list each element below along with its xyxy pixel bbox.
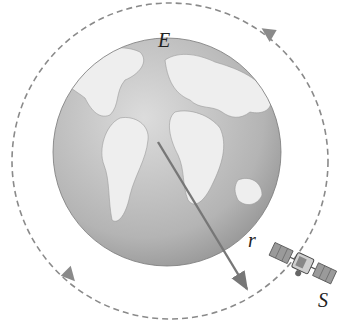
- earth-globe: [53, 38, 281, 266]
- satellite-symbol: [266, 242, 337, 291]
- orbit-arrow: [258, 23, 277, 42]
- orbit-path: [12, 3, 328, 319]
- figure-label: r: [248, 230, 256, 250]
- orbit-arrow: [61, 266, 81, 286]
- radius-line: [158, 142, 247, 289]
- figure-label: S: [318, 290, 328, 310]
- figure-label: E: [158, 30, 170, 50]
